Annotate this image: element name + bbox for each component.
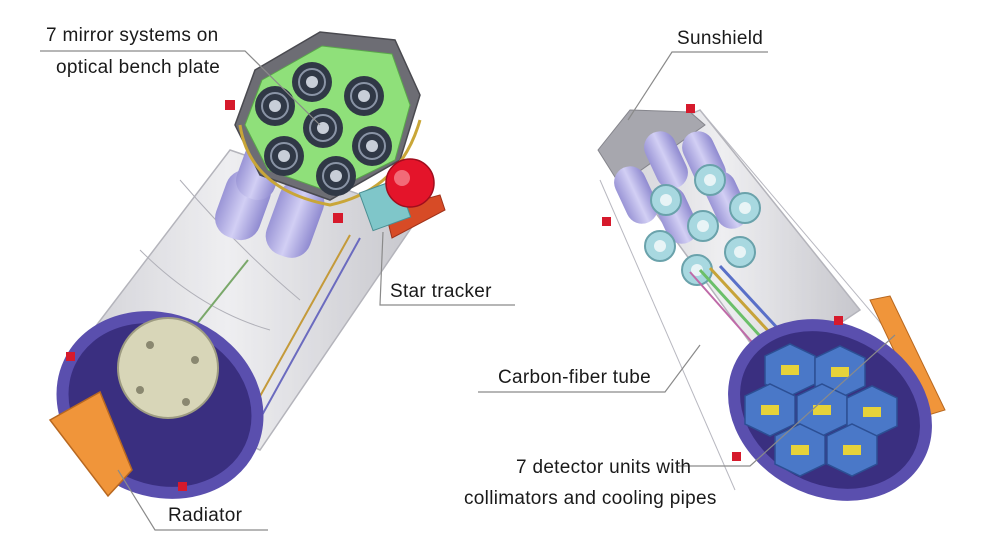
label-star-tracker: Star tracker — [390, 281, 492, 302]
collimator-caps — [644, 164, 761, 286]
leader-lines — [40, 50, 896, 531]
mirror-systems — [255, 62, 392, 196]
leader-radiator — [117, 469, 268, 531]
label-mirror-systems-line1: 7 mirror systems on — [46, 25, 219, 46]
label-detector-units-line2: collimators and cooling pipes — [464, 488, 717, 509]
label-detector-units-line1: 7 detector units with — [516, 457, 692, 478]
star-tracker — [358, 158, 446, 239]
right-telescope — [597, 104, 946, 501]
leader-carbon-tube — [478, 344, 701, 393]
label-mirror-systems-line2: optical bench plate — [56, 57, 221, 78]
leader-detector — [678, 334, 896, 467]
leader-star-tracker — [379, 231, 515, 306]
leader-mirror — [40, 50, 321, 126]
label-sunshield: Sunshield — [677, 28, 764, 49]
left-telescope — [48, 31, 446, 499]
right-detector-end — [728, 319, 932, 501]
label-carbon-fiber-tube: Carbon-fiber tube — [498, 367, 651, 388]
label-radiator: Radiator — [168, 505, 243, 526]
leader-sunshield — [627, 51, 768, 121]
radiator — [48, 390, 133, 498]
